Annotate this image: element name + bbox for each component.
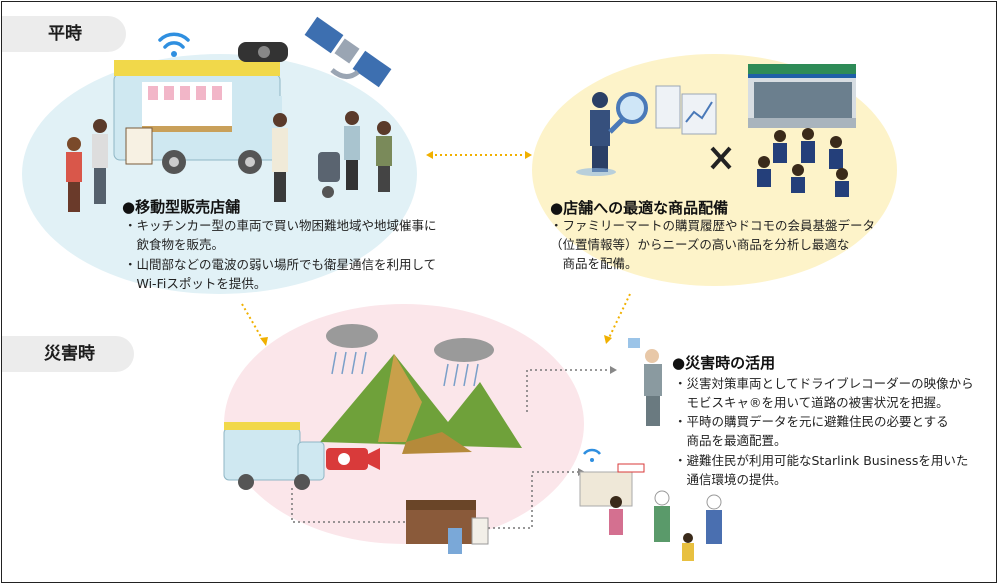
mobile-store-line-4: Wi-Fiスポットを提供。: [124, 276, 267, 291]
flow-arrows: [241, 154, 631, 343]
family-mart-store-photo: [748, 64, 856, 128]
wifi-icon: [158, 32, 190, 49]
mountain-icon: [320, 354, 522, 454]
mobile-store-heading: ●移動型販売店舗: [122, 198, 241, 216]
analyst-illustration: [576, 92, 616, 176]
disaster-vehicle-illustration: [223, 422, 325, 490]
disaster-line-5: ・避難住民が利用可能なStarlink Businessを用いた: [674, 453, 969, 468]
disaster-flow-lines: [291, 369, 612, 529]
disaster-line-2: モビスキャ®を用いて道路の被害状況を把握。: [674, 395, 949, 410]
kitchen-car-illustration: [113, 60, 282, 174]
magnifier-icon: [608, 92, 648, 134]
delivery-line-1: ・ファミリーマートの購買履歴やドコモの会員基盤データ: [550, 218, 876, 233]
mobile-store-line-3: ・山間部などの電波の弱い場所でも衛星通信を利用して: [124, 257, 437, 272]
supplies-icon: [406, 500, 489, 554]
disaster-line-3: ・平時の購買データを元に避難住民の必要とする: [674, 414, 949, 429]
evacuees-illustration: [609, 490, 722, 561]
cloud-rain-icon: [326, 324, 494, 387]
mobile-store-line-2: 飲食物を販売。: [124, 237, 225, 252]
disaster-line-4: 商品を最適配置。: [674, 433, 787, 448]
disaster-time-tag: 災害時: [2, 336, 134, 372]
shelter-illustration: [579, 448, 645, 507]
customers-illustration: [66, 111, 392, 212]
satellite-icon: [304, 16, 392, 88]
disaster-staff-illustration: [628, 338, 662, 426]
delivery-heading: ●店舗への最適な商品配備: [550, 199, 729, 217]
normal-time-tag: 平時: [2, 16, 126, 52]
mobile-store-line-1: ・キッチンカー型の車両で買い物困難地域や地域催事に: [124, 218, 437, 233]
disaster-line-1: ・災害対策車両としてドライブレコーダーの映像から: [674, 376, 974, 391]
cross-icon: [710, 146, 732, 170]
camera-icon: [238, 42, 288, 62]
analysis-charts-illustration: [655, 85, 717, 135]
staff-group-illustration: [757, 128, 849, 197]
delivery-line-3: 商品を配備。: [550, 256, 638, 271]
recorder-icon: [326, 448, 380, 470]
disaster-use-heading: ●災害時の活用: [672, 354, 776, 372]
disaster-line-6: 通信環境の提供。: [674, 472, 787, 487]
delivery-line-2: （位置情報等）からニーズの高い商品を分析し最適な: [550, 237, 850, 252]
